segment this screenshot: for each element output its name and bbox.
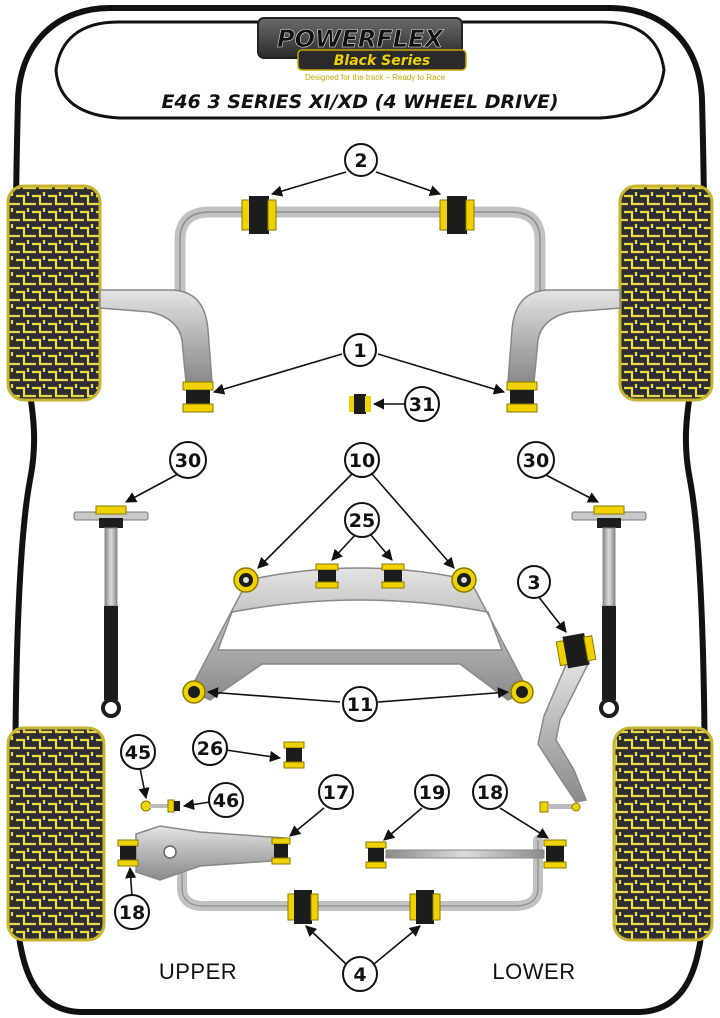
callout-31: 31 <box>404 386 440 422</box>
svg-text:30: 30 <box>175 450 201 472</box>
bush-2-left <box>241 196 277 234</box>
svg-text:25: 25 <box>349 510 375 532</box>
callout-30-left: 30 <box>169 441 207 479</box>
rear-shock-right <box>571 505 647 718</box>
callout-1: 1 <box>343 333 377 367</box>
svg-text:45: 45 <box>125 742 151 764</box>
svg-text:3: 3 <box>527 572 540 594</box>
svg-text:30: 30 <box>523 450 549 472</box>
callout-30-right: 30 <box>517 441 555 479</box>
callout-25: 25 <box>344 502 380 538</box>
bush-10-left <box>233 567 259 593</box>
svg-text:18: 18 <box>119 902 145 924</box>
bush-4-left <box>287 890 319 924</box>
bush-46 <box>167 799 180 813</box>
bush-25-left <box>315 563 339 589</box>
bush-1-left <box>182 381 214 413</box>
callout-18-lower: 18 <box>472 774 508 810</box>
bush-45 <box>140 800 170 812</box>
svg-text:2: 2 <box>354 150 367 172</box>
bush-10-right <box>451 567 477 593</box>
svg-text:10: 10 <box>349 450 375 472</box>
callout-26: 26 <box>192 730 228 766</box>
brand-series: Black Series <box>334 53 431 69</box>
tyre-rear-right <box>612 726 714 942</box>
bush-25-right <box>381 563 405 589</box>
svg-text:1: 1 <box>353 340 366 362</box>
svg-text:18: 18 <box>477 782 503 804</box>
callout-3: 3 <box>517 565 551 599</box>
rear-shock-left <box>73 505 149 718</box>
callout-4: 4 <box>342 956 378 992</box>
svg-text:11: 11 <box>347 694 373 716</box>
tyre-front-right <box>618 184 714 402</box>
svg-text:19: 19 <box>419 782 445 804</box>
bush-3 <box>555 633 597 669</box>
callout-arrows <box>125 171 599 965</box>
callout-46: 46 <box>208 782 244 818</box>
bush-4-right <box>409 890 441 924</box>
toe-link-bush <box>539 801 581 813</box>
bush-19 <box>365 841 387 869</box>
callout-19: 19 <box>414 774 450 810</box>
svg-text:46: 46 <box>213 790 239 812</box>
callout-2: 2 <box>344 143 378 177</box>
callout-18-upper: 18 <box>114 894 150 930</box>
callout-11: 11 <box>342 686 378 722</box>
diagram-title: E46 3 SERIES XI/XD (4 WHEEL DRIVE) <box>161 91 558 113</box>
brand-tagline: Designed for the track – Ready to Race <box>305 73 446 82</box>
brand-logo: POWERFLEX Black Series Designed for the … <box>257 17 467 82</box>
svg-text:4: 4 <box>353 964 366 986</box>
label-upper: UPPER <box>159 959 237 984</box>
bush-31 <box>349 394 371 414</box>
tyre-front-left <box>6 184 102 402</box>
bush-17 <box>271 837 291 865</box>
svg-text:17: 17 <box>323 782 349 804</box>
svg-text:26: 26 <box>197 738 223 760</box>
tyre-rear-left <box>6 726 106 942</box>
bush-2-right <box>439 196 475 234</box>
callout-45: 45 <box>120 734 156 770</box>
callout-17: 17 <box>318 774 354 810</box>
car-body-inner-outline <box>54 20 666 120</box>
bush-18-upper <box>117 839 139 867</box>
bush-11-left <box>182 680 206 704</box>
callout-10: 10 <box>344 442 380 478</box>
svg-text:31: 31 <box>409 394 435 416</box>
bush-1-right <box>506 381 538 413</box>
bush-11-right <box>510 680 534 704</box>
bush-18-lower <box>543 839 567 869</box>
rear-trailing-arm <box>537 659 590 803</box>
label-lower: LOWER <box>492 959 575 984</box>
rear-subframe <box>188 567 530 701</box>
brand-name: POWERFLEX <box>277 25 444 53</box>
bush-26 <box>283 741 305 769</box>
rear-lower-link <box>385 849 545 859</box>
